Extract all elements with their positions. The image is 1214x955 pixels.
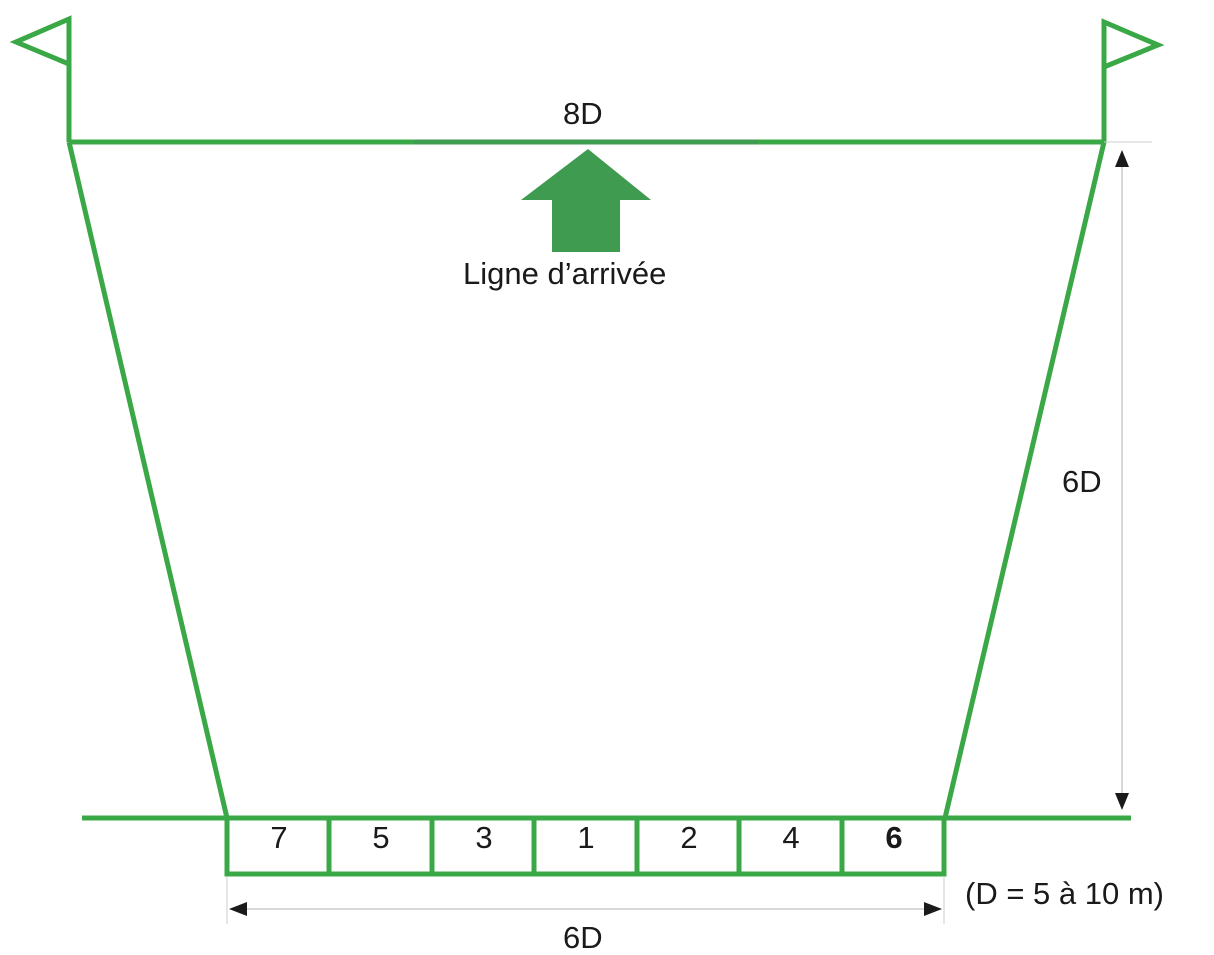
arrowhead-left-icon — [229, 902, 247, 916]
top-width-label: 8D — [563, 96, 603, 131]
lanes-frame — [224, 815, 947, 877]
lane-number: 6 — [885, 820, 903, 855]
left-flag — [9, 15, 72, 142]
lane-number: 5 — [372, 820, 390, 855]
arrowhead-right-icon — [924, 902, 942, 916]
finish-line-label: Ligne d’arrivée — [463, 256, 667, 291]
base-width-dimension — [226, 876, 945, 924]
lane-number: 3 — [475, 820, 493, 855]
arrowhead-up-icon — [1115, 150, 1129, 167]
depth-label: 6D — [1062, 464, 1102, 499]
right-side-line — [942, 141, 1107, 819]
lane-number: 4 — [782, 820, 800, 855]
lane-number: 7 — [270, 820, 288, 855]
distance-note: (D = 5 à 10 m) — [965, 876, 1164, 911]
left-side-line — [66, 141, 230, 819]
finish-direction-arrow — [521, 149, 651, 252]
lane-number: 1 — [577, 820, 595, 855]
depth-dimension — [1104, 141, 1152, 810]
base-width-label: 6D — [563, 920, 603, 955]
right-flag — [1101, 18, 1165, 142]
lane-number: 2 — [680, 820, 698, 855]
arrowhead-down-icon — [1115, 793, 1129, 810]
